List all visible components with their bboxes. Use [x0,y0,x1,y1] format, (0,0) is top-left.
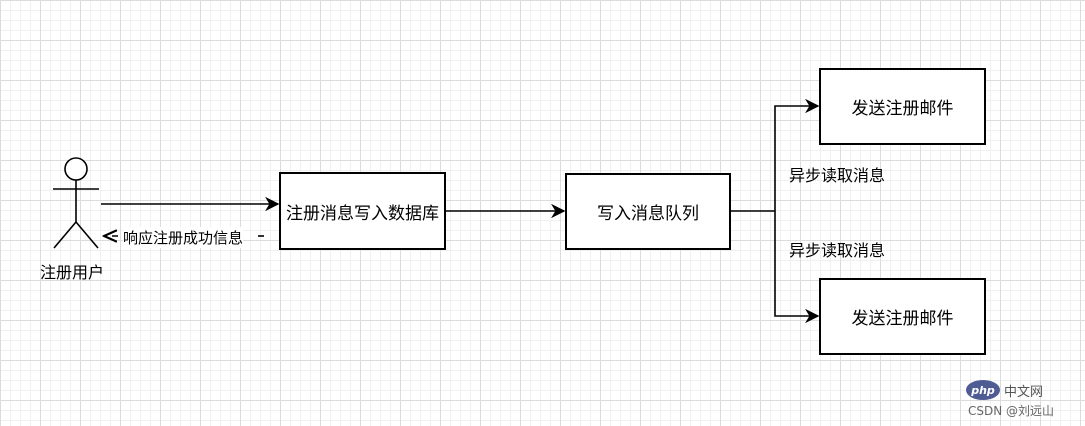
php-logo-icon: php [966,380,1000,400]
edge-queue-fork [731,98,820,324]
node-message-queue-label: 写入消息队列 [597,204,699,224]
watermark-csdn-text: CSDN @刘远山 [968,404,1055,418]
node-db-write: 注册消息写入数据库 [279,172,446,250]
node-db-write-label: 注册消息写入数据库 [286,203,439,224]
response-edge-label: 响应注册成功信息 [123,227,244,248]
watermark-site-text: 中文网 [1004,385,1044,400]
actor-figure-icon [53,157,99,249]
node-message-queue: 写入消息队列 [565,173,731,250]
async-read-label-top: 异步读取消息 [789,166,886,185]
node-send-email-top: 发送注册邮件 [819,68,986,145]
node-send-email-bottom-label: 发送注册邮件 [851,309,954,329]
node-send-email-top-label: 发送注册邮件 [851,99,954,119]
node-send-email-bottom: 发送注册邮件 [819,278,986,355]
actor-label: 注册用户 [40,263,105,282]
php-logo-text: php [971,383,995,397]
async-read-label-bottom: 异步读取消息 [789,241,886,260]
